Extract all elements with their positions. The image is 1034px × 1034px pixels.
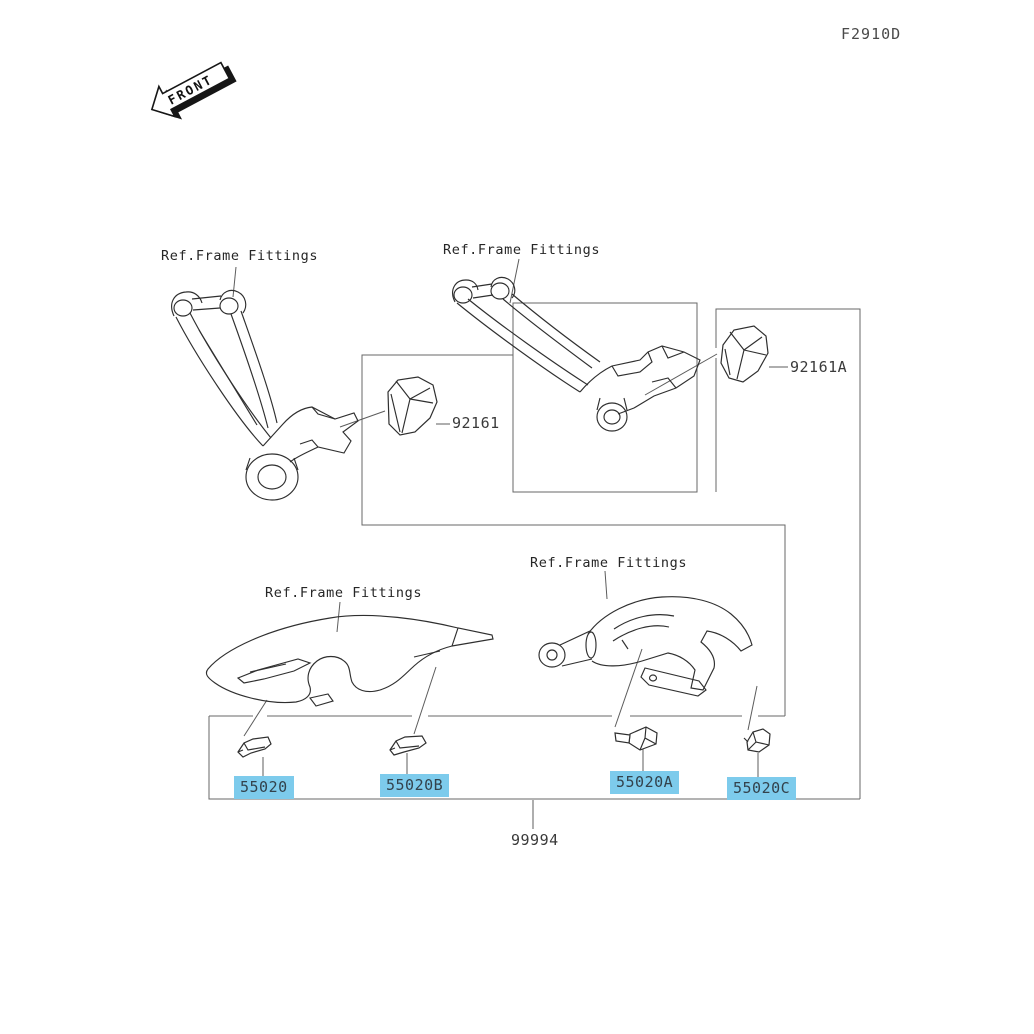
part-92161a-drawing	[720, 325, 769, 383]
part-number-55020a-highlighted[interactable]: 55020A	[610, 771, 680, 794]
leader-55020a	[614, 648, 644, 771]
group-box-right	[715, 308, 861, 799]
leader-lines	[232, 258, 788, 829]
part-number-55020c-highlighted[interactable]: 55020C	[727, 777, 797, 800]
part-number-99994: 99994	[511, 831, 559, 849]
frame-fitting-bottom-right-drawing	[538, 596, 753, 697]
frame-fitting-bottom-left-drawing	[205, 614, 494, 707]
part-55020b-drawing	[389, 735, 427, 756]
ref-frame-fittings-label-bottom-right: Ref.Frame Fittings	[530, 555, 688, 571]
frame-fitting-top-left-drawing	[171, 289, 359, 501]
leader-55020c	[747, 685, 759, 777]
part-number-55020b-highlighted[interactable]: 55020B	[380, 774, 450, 797]
leader-ref-bottom-right	[604, 570, 608, 600]
front-arrow: FRONT	[150, 61, 237, 120]
front-arrow-face	[150, 61, 231, 118]
leader-55020b	[406, 666, 437, 774]
ref-frame-fittings-label-top-left: Ref.Frame Fittings	[161, 248, 319, 264]
leader-92161a-to-fitting	[644, 353, 718, 396]
group-box-top-center	[512, 302, 698, 493]
ref-frame-fittings-label-top-center: Ref.Frame Fittings	[443, 242, 601, 258]
part-55020c-drawing	[743, 728, 771, 753]
leader-ref-top-center	[509, 258, 520, 304]
part-92161-drawing	[387, 376, 438, 436]
diagram-code: F2910D	[841, 25, 902, 43]
part-55020a-drawing	[614, 726, 658, 751]
leader-92161-to-fitting	[339, 410, 386, 428]
part-number-92161: 92161	[452, 414, 500, 432]
group-boxes	[208, 302, 861, 800]
group-box-bottom	[208, 716, 860, 800]
ref-frame-fittings-label-bottom-left: Ref.Frame Fittings	[265, 585, 423, 601]
group-box-left	[361, 354, 786, 716]
leader-55020	[243, 699, 268, 776]
part-number-92161a: 92161A	[790, 358, 848, 376]
part-55020-drawing	[237, 736, 272, 758]
part-number-55020-highlighted[interactable]: 55020	[234, 776, 294, 799]
frame-fitting-top-center-drawing	[452, 276, 701, 432]
leader-ref-top-left	[232, 266, 237, 298]
